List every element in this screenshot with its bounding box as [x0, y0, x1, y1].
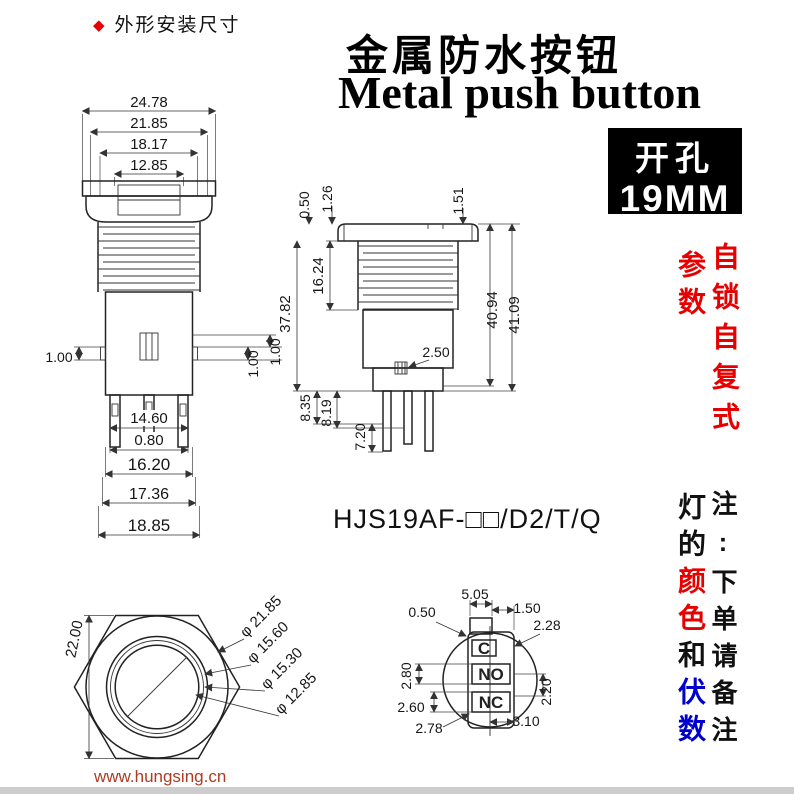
red-diamond-icon: ◆	[93, 17, 107, 34]
dim-label: 18.85	[128, 516, 171, 535]
dim-label: 37.82	[277, 295, 294, 333]
lamp-note-char: 和	[675, 640, 706, 677]
dim-label: 41.09	[506, 296, 523, 334]
note-latching-momentary: 自锁自复式	[709, 242, 740, 442]
dim-label: 2.78	[415, 720, 442, 736]
dim-label: 17.36	[129, 486, 169, 503]
pin-label-normally-closed: NC	[479, 693, 504, 712]
dim-label: 2.80	[398, 662, 414, 689]
lamp-note-char: 灯	[675, 492, 706, 529]
dim-label: 0.80	[134, 432, 163, 449]
dim-label: 8.35	[297, 394, 313, 421]
pin-label-common: C	[478, 639, 490, 658]
dim-label: 16.20	[128, 455, 171, 474]
dim-label: 0.50	[296, 191, 312, 218]
dim-label: 8.19	[318, 399, 334, 426]
front-face-view: 22.00 φ 21.85 φ 15.60 φ 15.30 φ 12.85	[62, 592, 320, 760]
lamp-note-char: 数	[675, 714, 706, 751]
note-order-remark: 注:下单请备注	[708, 490, 738, 753]
dim-label: 21.85	[130, 115, 168, 132]
lamp-note-char: 色	[675, 603, 706, 640]
section-heading: ◆ 外形安装尺寸	[93, 10, 241, 37]
product-title-en: Metal push button	[338, 67, 701, 118]
mounting-hole-badge: 开孔 19MM	[608, 128, 742, 219]
dim-label: 14.60	[130, 410, 168, 427]
lamp-note-char: 颜	[675, 566, 706, 603]
dim-label: 1.00	[267, 338, 283, 365]
dim-label: 2.20	[538, 678, 554, 705]
dim-label: 5.05	[461, 586, 488, 602]
note-parameters: 参数	[675, 250, 706, 324]
dim-label: 7.20	[352, 423, 368, 450]
pin-layout-view: C NO NC 0.50 5.05 1.50 2.28 2.80 2.60 2.…	[397, 586, 561, 736]
bottom-edge-strip	[0, 787, 794, 794]
dim-label: 1.00	[245, 350, 261, 377]
badge-hole-label: 开孔	[635, 140, 715, 178]
section-heading-text: 外形安装尺寸	[114, 15, 241, 36]
model-number: HJS19AF-□□/D2/T/Q	[333, 504, 602, 534]
pin-label-normally-open: NO	[478, 665, 504, 684]
dim-label: 16.24	[310, 257, 327, 295]
dim-label: 2.60	[397, 699, 424, 715]
dim-label: 1.50	[513, 600, 540, 616]
dim-label: 22.00	[62, 619, 86, 659]
lamp-note-char: 的	[675, 529, 706, 566]
website-url: www.hungsing.cn	[94, 767, 227, 786]
dim-label: 2.50	[422, 344, 449, 360]
dim-label: 0.50	[408, 604, 435, 620]
dim-label: 2.28	[533, 617, 560, 633]
dim-label: 12.85	[130, 157, 168, 174]
dim-label: 1.51	[450, 187, 466, 214]
dim-label: 40.94	[484, 291, 501, 329]
product-title-cn: 金属防水按钮	[346, 32, 623, 79]
lamp-note-char: 伏	[675, 677, 706, 714]
dim-label: 24.78	[130, 94, 168, 111]
badge-hole-size: 19MM	[619, 178, 731, 219]
section-side-view: 0.50 1.26 1.51 2.50	[277, 185, 523, 453]
dim-label: 1.00	[45, 349, 72, 365]
dim-label: 3.10	[512, 713, 539, 729]
mount-side-view: 24.78 21.85 18.17 12.85	[45, 94, 283, 539]
dim-label: 18.17	[130, 136, 168, 153]
dim-label: 1.26	[319, 185, 335, 212]
note-lamp-color-voltage: 灯的颜色和伏数	[675, 492, 706, 751]
